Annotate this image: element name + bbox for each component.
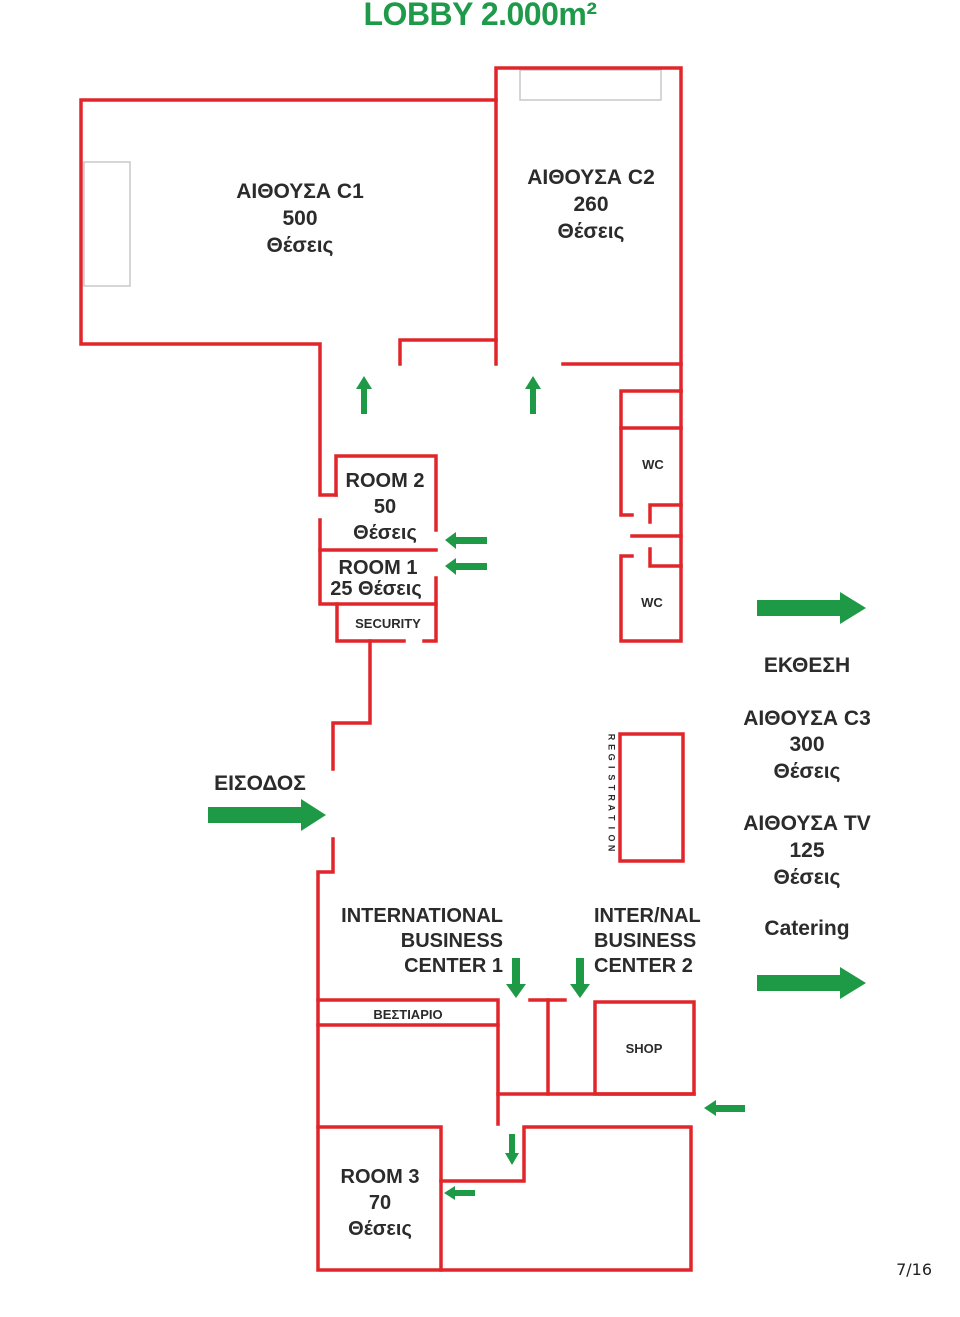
c3-name: ΑΙΘΟΥΣΑ C3	[743, 707, 871, 730]
down-arrow-icon	[570, 958, 590, 998]
c1-name: ΑΙΘΟΥΣΑ C1	[236, 180, 364, 203]
catering-label: Catering	[764, 917, 849, 940]
c2-seats: Θέσεις	[558, 220, 625, 243]
ibc1-line1: INTERNATIONAL	[341, 905, 503, 927]
up-arrow-icon	[525, 376, 541, 414]
registration-letter: R	[607, 734, 617, 741]
small-rooms-walls	[318, 454, 438, 643]
room3-seats: Θέσεις	[348, 1218, 412, 1240]
page-title: LOBBY 2.000m²	[363, 0, 598, 32]
tv-seats: Θέσεις	[774, 866, 841, 889]
left-arrow-icon	[704, 1100, 745, 1116]
entrance-label: ΕΙΣΟΔΟΣ	[214, 772, 306, 795]
wc-block-walls	[619, 389, 683, 643]
ibc2-line3: CENTER 2	[594, 955, 693, 977]
left-arrow-icon	[445, 558, 487, 575]
down-arrow-icon	[506, 958, 526, 998]
registration-letter: T	[607, 785, 617, 791]
room3-name: ROOM 3	[341, 1166, 420, 1188]
tv-capacity: 125	[789, 839, 824, 862]
registration-letter: E	[607, 744, 617, 750]
labels: ΑΙΘΟΥΣΑ C1 500 Θέσεις ΑΙΘΟΥΣΑ C2 260 Θέσ…	[214, 166, 871, 1240]
registration-letter: G	[607, 754, 617, 761]
exhibition-label: ΕΚΘΕΣΗ	[764, 654, 850, 677]
security-label: SECURITY	[355, 616, 421, 631]
right-arrow-icon	[757, 592, 866, 624]
room3-walls	[316, 1023, 693, 1272]
vestiario-label: ΒΕΣΤΙΑΡΙΟ	[373, 1007, 442, 1022]
c1-seats: Θέσεις	[267, 234, 334, 257]
registration-letter: A	[607, 804, 617, 811]
registration-letter: O	[607, 834, 617, 841]
ibc1-line3: CENTER 1	[404, 955, 503, 977]
left-arrow-icon	[444, 1186, 475, 1200]
c1-capacity: 500	[282, 207, 317, 230]
arrows	[208, 376, 866, 1200]
right-arrow-icon	[208, 799, 326, 831]
left-arrow-icon	[445, 532, 487, 549]
entrance-walls	[316, 639, 372, 1002]
room1-capacity: 25 Θέσεις	[330, 578, 422, 600]
tv-name: ΑΙΘΟΥΣΑ TV	[743, 812, 871, 835]
c2-stage	[519, 69, 662, 101]
room1-name: ROOM 1	[339, 557, 418, 579]
shop-label: SHOP	[626, 1041, 663, 1056]
registration-letter: I	[607, 766, 617, 769]
registration-letter: R	[607, 794, 617, 801]
registration-letter: I	[607, 827, 617, 830]
up-arrow-icon	[356, 376, 372, 414]
room2-seats: Θέσεις	[353, 522, 417, 544]
wc-bottom-label: WC	[641, 595, 663, 610]
right-arrow-icon	[757, 967, 866, 999]
page-number: 7/16	[896, 1260, 932, 1279]
registration-letter: S	[607, 774, 617, 780]
c3-capacity: 300	[789, 733, 824, 756]
c3-seats: Θέσεις	[774, 760, 841, 783]
room2-capacity: 50	[374, 496, 396, 518]
hall-c2-walls	[494, 66, 683, 393]
down-arrow-icon	[505, 1134, 519, 1165]
ibc2-line1: INTER/NAL	[594, 905, 701, 927]
registration-letter: T	[607, 815, 617, 821]
ibc1-line2: BUSINESS	[401, 930, 503, 952]
room3-capacity: 70	[369, 1192, 391, 1214]
ibc2-line2: BUSINESS	[594, 930, 696, 952]
registration-letter: N	[607, 845, 617, 852]
registration-desk	[618, 732, 685, 863]
c1-stage	[83, 161, 131, 287]
room2-name: ROOM 2	[346, 470, 425, 492]
wc-top-label: WC	[642, 457, 664, 472]
c2-capacity: 260	[573, 193, 608, 216]
c2-name: ΑΙΘΟΥΣΑ C2	[527, 166, 655, 189]
hall-c1-walls	[79, 98, 498, 497]
lower-block-walls	[316, 998, 696, 1126]
